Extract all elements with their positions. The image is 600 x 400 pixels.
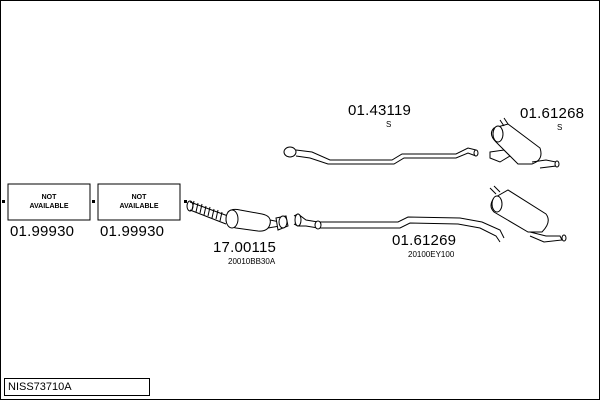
mark-rear-upper: S [557, 123, 563, 132]
part-number-mid-upper: 01.43119 [348, 102, 412, 119]
part-number-front: 17.00115 [213, 239, 277, 256]
part-number-box1: 01.99930 [10, 223, 75, 240]
middle-upper-pipe[interactable] [283, 146, 479, 165]
oem-number-front: 20010BB30A [228, 257, 276, 266]
part-number-box2: 01.99930 [100, 223, 165, 240]
not-available-box-2[interactable] [92, 183, 187, 221]
front-pipe-catalyst[interactable] [186, 200, 289, 232]
mark-mid-upper: S [386, 120, 392, 129]
oem-number-mid-lower: 20100EY100 [408, 250, 455, 259]
part-number-rear-upper: 01.61268 [520, 105, 585, 122]
middle-lower-pipe[interactable] [293, 185, 567, 243]
box2-text: NOT AVAILABLE [119, 194, 159, 210]
rear-upper-silencer[interactable] [489, 117, 560, 169]
part-number-mid-lower: 01.61269 [392, 232, 457, 249]
not-available-box-1[interactable] [2, 183, 91, 221]
box1-text: NOT AVAILABLE [29, 194, 69, 210]
reference-label: NISS73710A [4, 378, 150, 396]
